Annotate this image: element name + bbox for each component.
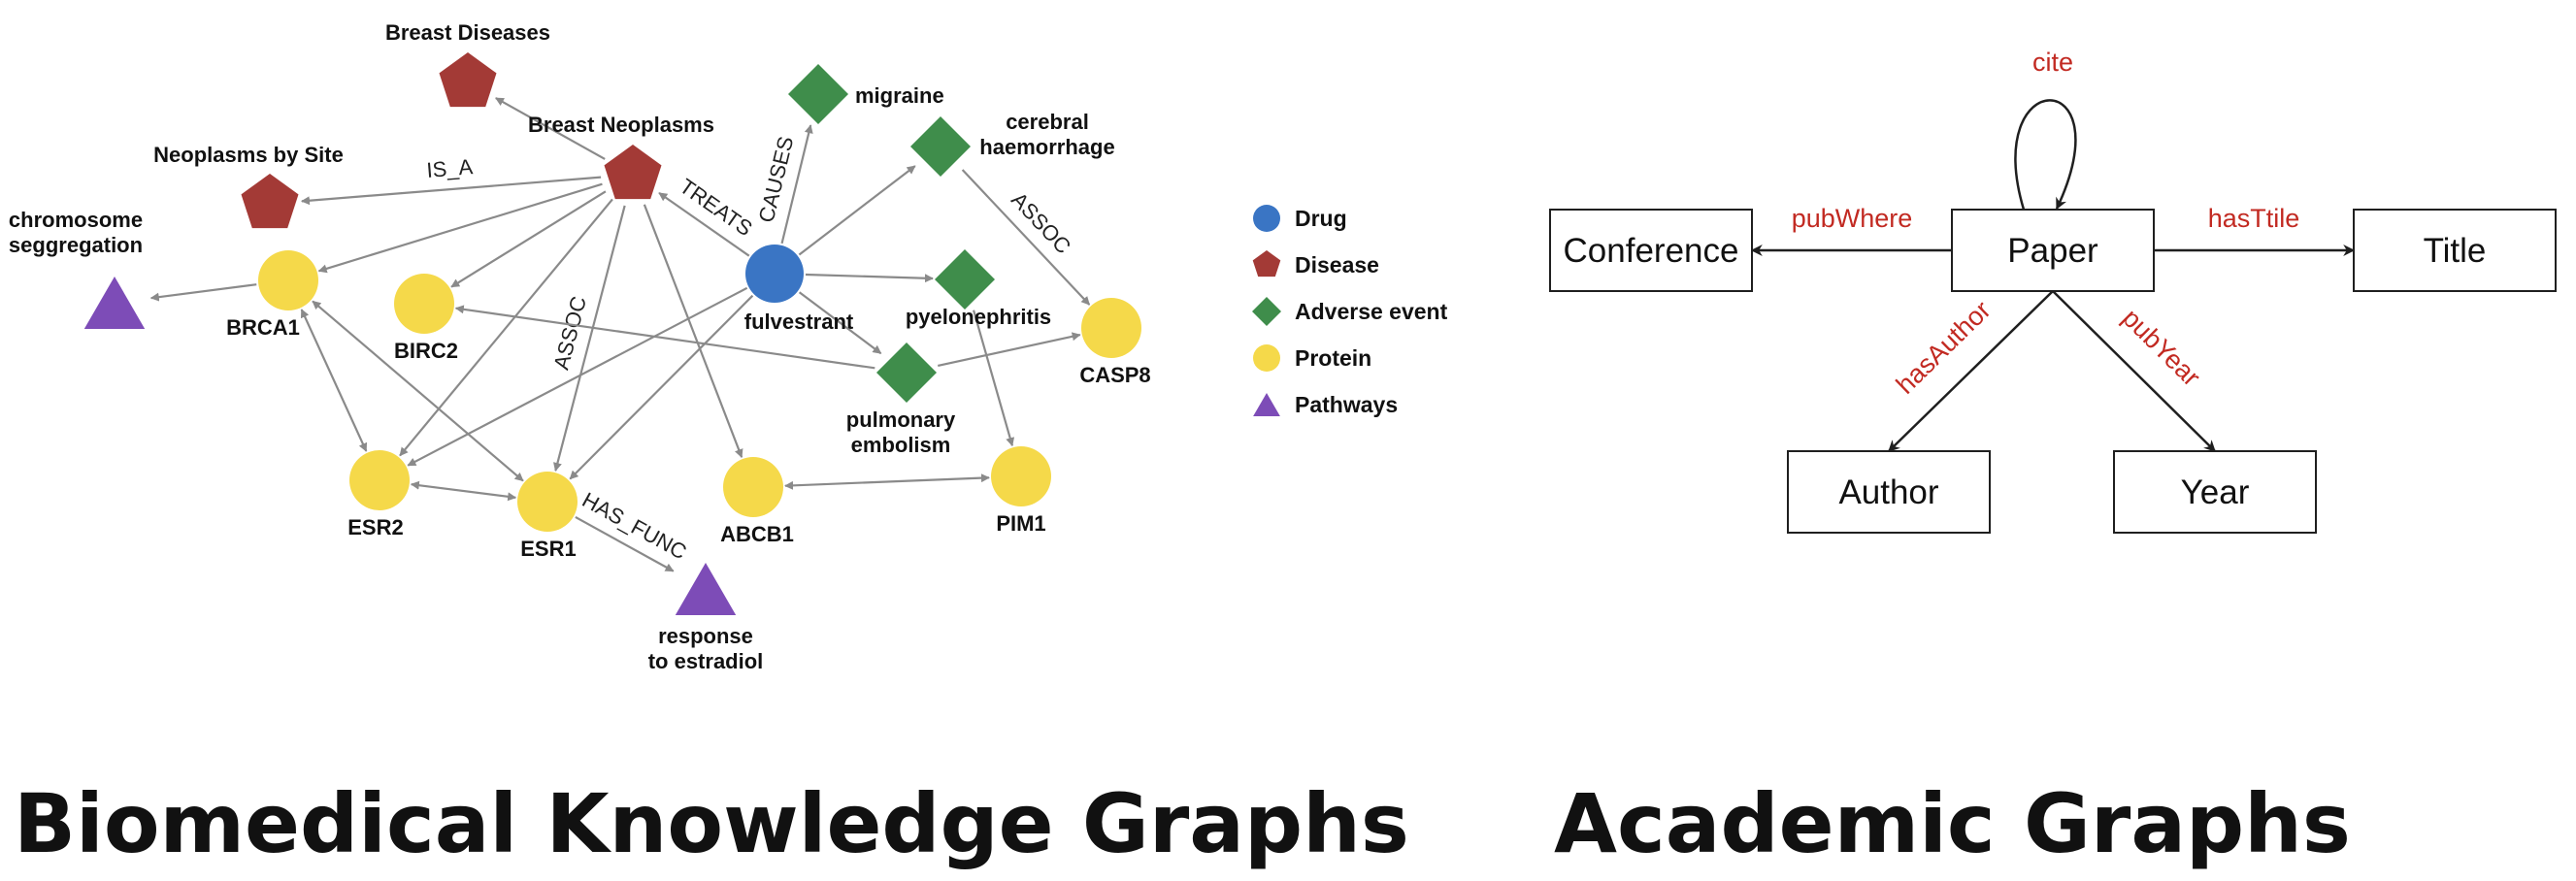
node-label-breast-neoplasms: Breast Neoplasms — [528, 113, 714, 137]
node-response-estradiol — [675, 563, 737, 615]
academic-node-conference-label: Conference — [1564, 232, 1739, 270]
node-chromosome-seg — [83, 277, 146, 329]
edge-breast-neoplasms-to-brca1 — [317, 182, 603, 274]
legend-pathways-marker — [1253, 393, 1280, 416]
academic-node-paper-label: Paper — [2007, 232, 2098, 270]
edge-fulvestrant-to-breast-neoplasms — [658, 191, 750, 257]
node-label-casp8: CASP8 — [1079, 363, 1150, 387]
legend-protein-label: Protein — [1295, 345, 1371, 371]
academic-node-title — [2353, 209, 2557, 292]
node-abcb1 — [723, 457, 783, 517]
academic-node-title-label: Title — [2424, 232, 2487, 270]
academic-node-conference — [1549, 209, 1753, 292]
node-pulmonary-embolism — [876, 343, 937, 403]
legend-adverse-event-marker — [1252, 297, 1281, 326]
node-cerebral-haem — [910, 116, 971, 177]
biomedical-section-title: Biomedical Knowledge Graphs — [14, 776, 1409, 871]
node-migraine — [788, 64, 848, 124]
node-label-birc2: BIRC2 — [394, 339, 458, 363]
edge-label-assoc: ASSOC — [1007, 187, 1075, 258]
relation-label-hasauthor: hasAuthor — [1891, 295, 1997, 399]
edge-fulvestrant-to-pulmonary-embolism — [798, 291, 882, 355]
node-label-brca1: BRCA1 — [226, 315, 300, 340]
edge-pulmonary-embolism-to-casp8 — [938, 332, 1081, 368]
node-breast-neoplasms — [604, 145, 662, 200]
edge-cerebral-haem-to-casp8 — [961, 169, 1091, 306]
legend-disease-marker — [1252, 250, 1281, 277]
node-label-migraine: migraine — [855, 83, 944, 108]
edge-brca1-to-chromosome-seg — [149, 283, 257, 302]
academic-node-author — [1787, 450, 1991, 534]
academic-node-year-label: Year — [2181, 473, 2250, 511]
edge-label-is-a: IS_A — [426, 154, 475, 182]
node-label-pim1: PIM1 — [996, 511, 1045, 536]
edge-esr2-to-esr1 — [410, 480, 517, 502]
edge-fulvestrant-to-migraine — [780, 124, 813, 245]
edge-pyelonephritis-to-pim1 — [973, 310, 1015, 447]
node-casp8 — [1081, 298, 1141, 358]
edge-paper-cite-loop — [2014, 99, 2077, 211]
edge-label-causes: CAUSES — [754, 134, 799, 225]
edge-brca1-to-esr1 — [312, 300, 524, 482]
edge-paper-to-year — [2052, 290, 2216, 452]
legend-drug-label: Drug — [1295, 206, 1347, 231]
edge-brca1-to-esr2 — [300, 309, 368, 452]
node-label-abcb1: ABCB1 — [720, 522, 794, 546]
node-esr1 — [517, 472, 578, 532]
relation-label-hasttile: hasTtile — [2208, 204, 2300, 233]
edge-breast-neoplasms-to-esr1 — [553, 205, 626, 472]
node-label-esr1: ESR1 — [520, 537, 576, 561]
edge-breast-neoplasms-to-birc2 — [450, 190, 607, 288]
legend-adverse-event-label: Adverse event — [1295, 299, 1448, 324]
edge-pulmonary-embolism-to-birc2 — [454, 305, 875, 370]
node-label-pyelonephritis: pyelonephritis — [906, 305, 1051, 329]
edge-paper-to-author — [1888, 290, 2054, 452]
academic-node-year — [2113, 450, 2317, 534]
relation-label-pubyear: pubYear — [2117, 303, 2206, 391]
node-brca1 — [258, 250, 318, 310]
relation-label-cite: cite — [2032, 48, 2073, 77]
academic-section-title: Academic Graphs — [1554, 776, 2351, 871]
node-esr2 — [349, 450, 410, 510]
academic-graph: cite pubWhere hasTtile hasAuthor pubYear Pape… — [1549, 48, 2557, 534]
academic-node-paper — [1951, 209, 2155, 292]
legend-protein-marker — [1253, 344, 1280, 372]
edge-abcb1-to-pim1 — [784, 473, 990, 490]
edge-fulvestrant-to-esr1 — [569, 294, 754, 480]
node-birc2 — [394, 274, 454, 334]
edge-esr1-to-response-estradiol — [575, 515, 675, 572]
relation-label-pubwhere: pubWhere — [1792, 204, 1913, 233]
edge-label-has-func: HAS_FUNC — [578, 487, 691, 564]
node-label-neoplasms-by-site: Neoplasms by Site — [153, 143, 344, 167]
edge-label-treats: TREATS — [676, 174, 757, 241]
academic-node-author-label: Author — [1838, 473, 1938, 511]
legend-pathways-label: Pathways — [1295, 392, 1398, 417]
edge-fulvestrant-to-pyelonephritis — [805, 273, 934, 283]
legend-disease-label: Disease — [1295, 252, 1379, 277]
node-fulvestrant — [745, 245, 804, 303]
node-label-breast-diseases: Breast Diseases — [385, 20, 550, 45]
edge-fulvestrant-to-cerebral-haem — [798, 165, 916, 256]
node-pyelonephritis — [935, 249, 995, 310]
edge-breast-neoplasms-to-abcb1 — [643, 204, 743, 459]
edge-breast-neoplasms-to-breast-diseases — [495, 97, 606, 160]
node-label-esr2: ESR2 — [347, 515, 403, 539]
node-label-fulvestrant: fulvestrant — [744, 310, 854, 334]
legend-drug-marker — [1253, 205, 1280, 232]
node-pim1 — [991, 446, 1051, 506]
node-neoplasms-by-site — [241, 174, 299, 229]
edge-breast-neoplasms-to-neoplasms-by-site — [300, 176, 602, 206]
node-breast-diseases — [439, 52, 497, 108]
